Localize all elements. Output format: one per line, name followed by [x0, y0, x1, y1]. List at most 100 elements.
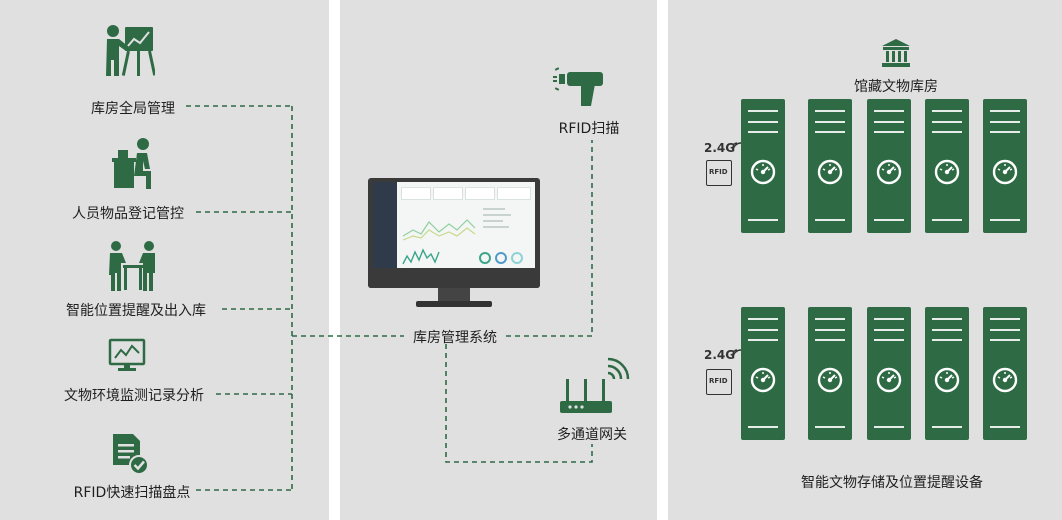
gauge-icon: [934, 159, 960, 185]
cabinet-drawer-line: [990, 219, 1020, 221]
frequency-label-bottom: 2.4G: [704, 348, 736, 362]
cabinet-drawer-line: [932, 219, 962, 221]
gauge-icon: [992, 159, 1018, 185]
rfid-tag-group-top: 2.4G RFID: [700, 141, 748, 193]
cabinet-drawer-line: [990, 318, 1020, 320]
gauge-icon: [934, 367, 960, 393]
cabinet-drawer-line: [748, 329, 778, 331]
storage-cabinet: [867, 307, 911, 440]
cabinet-drawer-line: [874, 339, 904, 341]
cabinet-drawer-line: [874, 426, 904, 428]
cabinet-drawer-line: [815, 121, 845, 123]
cabinet-drawer-line: [815, 110, 845, 112]
wireless-signal-icon: [732, 349, 742, 359]
gauge-icon: [817, 159, 843, 185]
cabinet-drawer-line: [990, 339, 1020, 341]
wireless-signal-icon: [732, 142, 742, 152]
rfid-tag-text: RFID: [709, 168, 728, 176]
left-item-label-3: 智能位置提醒及出入库: [66, 303, 206, 319]
cabinet-drawer-line: [874, 318, 904, 320]
cabinet-drawer-line: [815, 339, 845, 341]
cabinet-drawer-line: [815, 131, 845, 133]
cabinet-drawer-line: [748, 131, 778, 133]
dashboard-card: [497, 187, 531, 200]
cabinet-drawer-line: [932, 339, 962, 341]
cabinet-drawer-line: [748, 219, 778, 221]
cabinet-drawer-line: [748, 339, 778, 341]
storage-cabinet: [925, 307, 969, 440]
dashboard-screen: [373, 182, 535, 268]
gauge-icon: [876, 159, 902, 185]
storage-cabinet: [808, 99, 852, 233]
dashboard-sidebar: [373, 182, 397, 268]
system-label: 库房管理系统: [413, 330, 497, 346]
cabinet-drawer-line: [990, 121, 1020, 123]
rfid-tag-text: RFID: [709, 377, 728, 385]
cabinet-drawer-line: [932, 318, 962, 320]
dashboard-card: [465, 187, 495, 200]
two-people-meeting-icon: [109, 241, 155, 291]
cabinet-drawer-line: [932, 121, 962, 123]
museum-building-icon: [882, 39, 910, 67]
cabinet-drawer-line: [874, 131, 904, 133]
device-title: 智能文物存储及位置提醒设备: [801, 475, 983, 491]
storage-cabinet: [983, 99, 1027, 233]
cabinet-drawer-line: [815, 329, 845, 331]
dashboard-graphics: [402, 208, 523, 265]
gauge-icon: [876, 367, 902, 393]
cabinet-drawer-line: [748, 426, 778, 428]
cabinet-drawer-line: [748, 318, 778, 320]
cabinet-drawer-line: [748, 121, 778, 123]
left-item-label-1: 库房全局管理: [91, 101, 175, 117]
monitor-chin: [368, 274, 540, 288]
storage-cabinet: [925, 99, 969, 233]
cabinet-drawer-line: [874, 110, 904, 112]
rfid-scanner-icon: [553, 67, 603, 106]
left-item-label-2: 人员物品登记管控: [72, 206, 184, 222]
cabinet-drawer-line: [748, 110, 778, 112]
cabinet-drawer-line: [874, 121, 904, 123]
monitor-neck: [438, 288, 470, 302]
monitor-foot: [416, 301, 492, 307]
gauge-icon: [992, 367, 1018, 393]
gauge-icon: [750, 367, 776, 393]
cabinet-drawer-line: [932, 426, 962, 428]
system-monitor: [368, 178, 540, 310]
cabinet-drawer-line: [932, 110, 962, 112]
cabinet-drawer-line: [932, 329, 962, 331]
storage-cabinet: [741, 99, 785, 233]
cabinet-drawer-line: [990, 426, 1020, 428]
scanner-label: RFID扫描: [558, 121, 620, 137]
cabinet-drawer-line: [990, 329, 1020, 331]
gauge-icon: [750, 159, 776, 185]
cabinet-drawer-line: [990, 131, 1020, 133]
cabinet-drawer-line: [874, 219, 904, 221]
monitor-chart-icon: [108, 338, 146, 371]
cabinet-drawer-line: [815, 426, 845, 428]
rfid-tag-icon: RFID: [706, 369, 732, 395]
checklist-document-icon: [113, 434, 149, 475]
storage-cabinet: [741, 307, 785, 440]
frequency-label-top: 2.4G: [704, 141, 736, 155]
storage-title: 馆藏文物库房: [854, 79, 938, 95]
storage-cabinet: [867, 99, 911, 233]
rfid-tag-icon: RFID: [706, 160, 732, 186]
presenter-chart-icon: [106, 25, 155, 76]
gauge-icon: [817, 367, 843, 393]
gateway-label: 多通道网关: [557, 427, 627, 443]
cabinet-drawer-line: [990, 110, 1020, 112]
left-item-label-5: RFID快速扫描盘点: [73, 485, 191, 501]
router-gateway-icon: [560, 357, 630, 413]
left-panel: [0, 0, 329, 520]
storage-cabinet: [983, 307, 1027, 440]
cabinet-drawer-line: [874, 329, 904, 331]
cabinet-drawer-line: [815, 318, 845, 320]
rfid-tag-group-bottom: 2.4G RFID: [700, 348, 748, 400]
dashboard-card: [433, 187, 463, 200]
storage-cabinet: [808, 307, 852, 440]
left-item-label-4: 文物环境监测记录分析: [64, 388, 204, 404]
cabinet-drawer-line: [932, 131, 962, 133]
cabinet-drawer-line: [815, 219, 845, 221]
dashboard-card: [401, 187, 431, 200]
person-at-desk-icon: [112, 138, 151, 189]
